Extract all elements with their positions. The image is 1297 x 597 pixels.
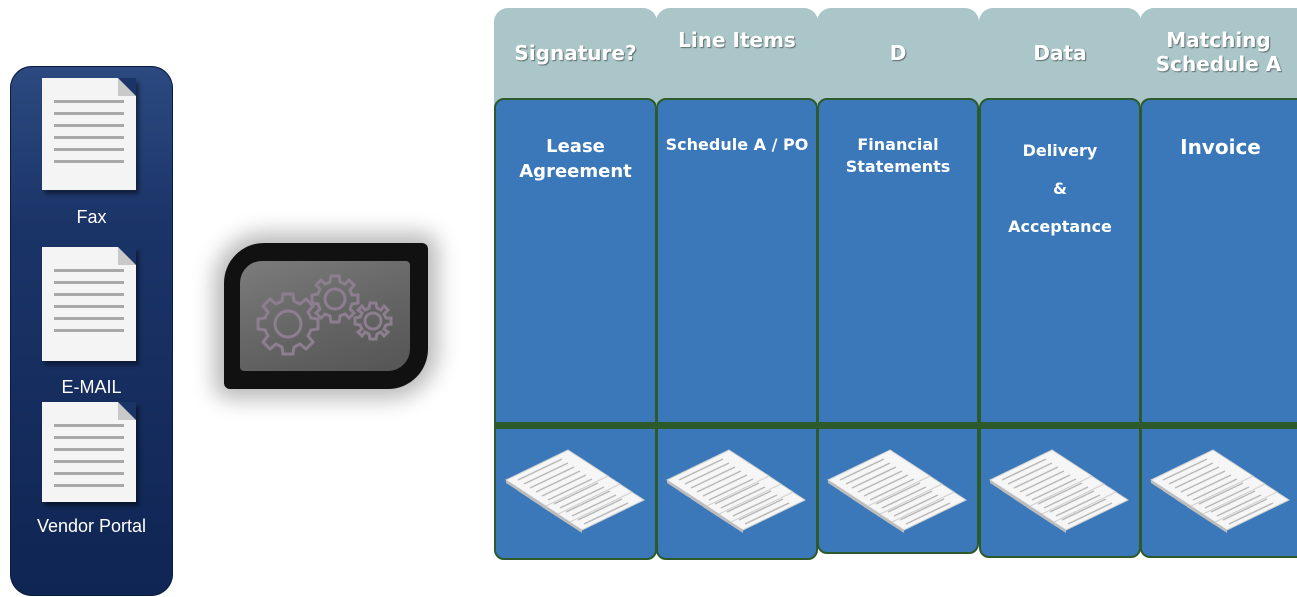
document-stack-icon <box>819 436 977 556</box>
paper-stack-graphic <box>1149 449 1290 533</box>
column-body: Delivery & Acceptance <box>979 98 1141 558</box>
gears-icon <box>256 274 393 356</box>
column-title: Invoice <box>1180 135 1261 159</box>
paper-stack-graphic <box>504 449 645 533</box>
document-icon <box>42 247 136 361</box>
column-header-label: Line Items <box>678 28 796 52</box>
document-icon <box>42 402 136 502</box>
column-title: Lease Agreement <box>519 136 632 182</box>
column-title-line: & <box>1053 179 1067 198</box>
document-icon <box>42 78 136 190</box>
column-header-label: Signature? <box>514 41 637 65</box>
source-label-vendor-portal: Vendor Portal <box>36 516 147 536</box>
column-title-line: Acceptance <box>1008 217 1112 236</box>
input-sources-panel: Fax E-MAIL Vendor Portal <box>10 66 173 596</box>
column-header-label: D <box>889 41 907 65</box>
document-stack-icon <box>658 436 816 556</box>
column-body: Invoice <box>1140 98 1297 558</box>
source-label-fax: Fax <box>76 207 107 227</box>
paper-stack-graphic <box>826 449 968 533</box>
column-title: Financial Statements <box>845 135 951 176</box>
column-body: Financial Statements <box>817 98 979 554</box>
processing-engine <box>224 243 428 389</box>
document-stack-icon <box>496 436 655 556</box>
column-title: Schedule A / PO <box>665 135 809 154</box>
column-header-label: Data <box>1033 41 1087 65</box>
document-stack-icon <box>981 436 1139 556</box>
column-body: Lease Agreement <box>494 98 657 560</box>
column-body: Schedule A / PO <box>656 98 818 560</box>
column-title: Delivery & Acceptance <box>987 132 1133 246</box>
column-header-label: Matching Schedule A <box>1155 28 1282 76</box>
document-stack-icon <box>1142 436 1297 556</box>
paper-stack-graphic <box>988 449 1130 533</box>
paper-stack-graphic <box>665 449 807 533</box>
source-label-email: E-MAIL <box>61 377 122 397</box>
column-title-line: Delivery <box>1022 141 1098 160</box>
